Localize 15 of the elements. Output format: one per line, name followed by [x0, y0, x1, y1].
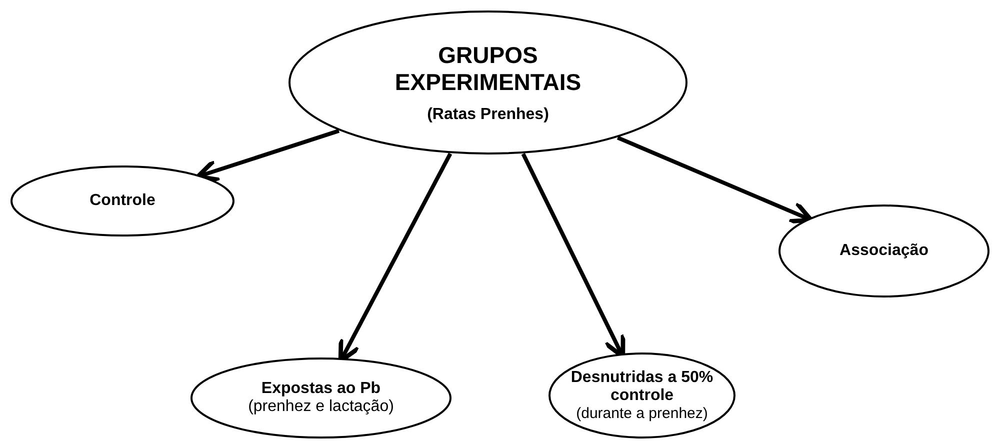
arrow [616, 136, 814, 224]
node-subtitle: (Ratas Prenhes) [427, 106, 549, 124]
node-title: Associação [840, 242, 928, 260]
ellipse-node [190, 357, 452, 439]
node-title: GRUPOS EXPERIMENTAIS [394, 42, 582, 96]
node-subtitle: (durante a prenhez) [576, 405, 708, 422]
ellipse-node [288, 10, 688, 155]
ellipse-node [10, 165, 235, 237]
ellipse-node [548, 352, 736, 439]
node-title: Desnutridas a 50% controle [570, 369, 714, 405]
ellipse-node [778, 204, 990, 298]
arrow [196, 128, 340, 182]
node-title: Controle [90, 192, 156, 210]
node-title: Expostas ao Pb [261, 380, 381, 398]
node-subtitle: (prenhez e lactação) [248, 398, 394, 416]
